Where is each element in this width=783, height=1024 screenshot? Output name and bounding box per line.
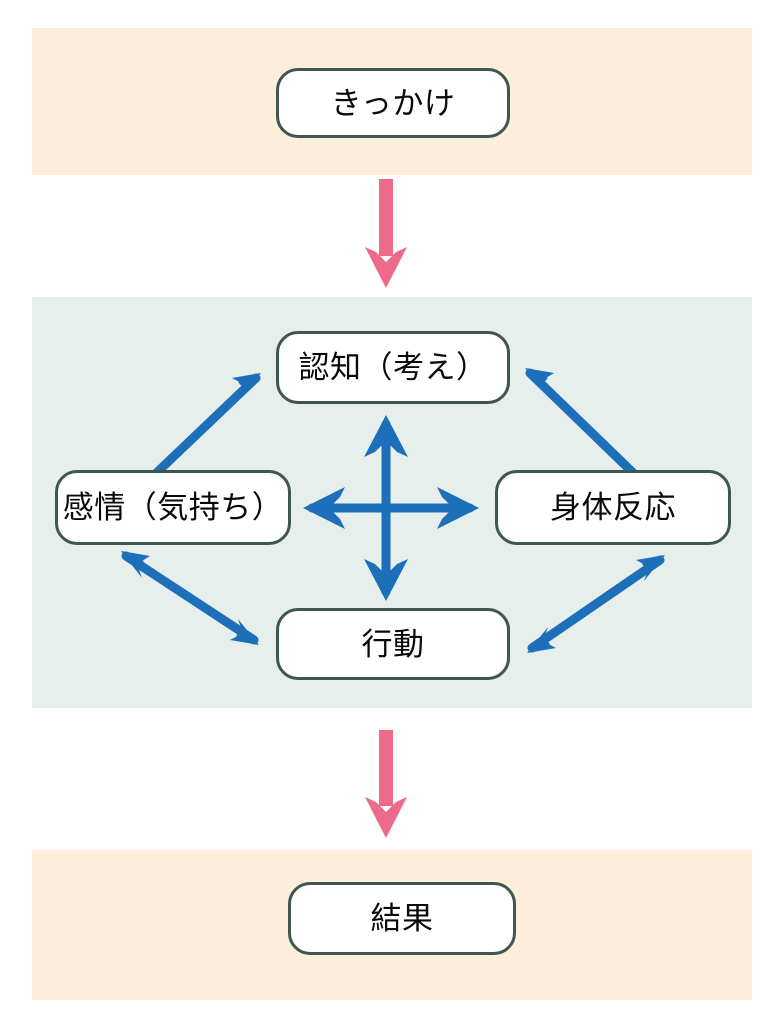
node-trigger-label: きっかけ: [330, 85, 456, 121]
arrow-down-icon-trigger-to-cycle: [365, 179, 407, 288]
node-behavior[interactable]: 行動: [276, 608, 510, 680]
node-body[interactable]: 身体反応: [495, 470, 731, 545]
node-trigger[interactable]: きっかけ: [276, 68, 510, 138]
node-body-label: 身体反応: [550, 490, 676, 525]
node-cognition-label: 認知（考え）: [298, 350, 488, 385]
node-emotion[interactable]: 感情（気持ち）: [55, 470, 291, 545]
node-behavior-label: 行動: [361, 626, 425, 662]
node-outcome-label: 結果: [370, 901, 434, 936]
node-emotion-label: 感情（気持ち）: [62, 490, 284, 525]
node-outcome[interactable]: 結果: [288, 882, 516, 955]
node-cognition[interactable]: 認知（考え）: [276, 331, 510, 404]
arrow-down-icon-cycle-to-outcome: [365, 730, 407, 838]
